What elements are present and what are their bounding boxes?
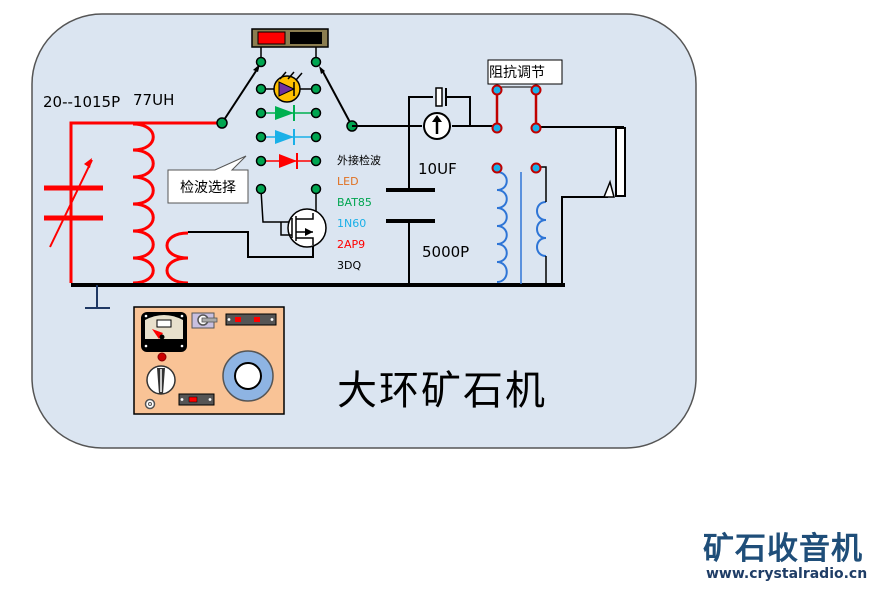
headphone-jack-icon xyxy=(602,127,626,198)
panel-led-icon xyxy=(157,352,167,362)
site-logo-name: 矿石收音机 xyxy=(703,531,863,567)
site-logo-url[interactable]: www.crystalradio.cn xyxy=(706,566,868,582)
detector-3dq-transistor[interactable] xyxy=(260,189,327,248)
panel-slide-switch-bottom-icon xyxy=(178,393,215,406)
impedance-label: 阻抗调节 xyxy=(489,65,545,81)
panel-knob-icon xyxy=(146,365,176,395)
detector-option-labels: 外接检波 LED BAT85 1N60 2AP9 3DQ xyxy=(337,153,381,272)
detector-option-label: 1N60 xyxy=(337,217,366,230)
panel-toggle-icon xyxy=(191,312,218,329)
panel-slide-switch-top-icon xyxy=(225,313,277,326)
detector-2ap9[interactable] xyxy=(261,153,316,169)
front-panel-illustration xyxy=(133,306,285,415)
meter-bypass-capacitor xyxy=(435,87,447,107)
output-transformer xyxy=(496,166,547,285)
detector-option-label: 2AP9 xyxy=(337,238,365,251)
detector-bat85[interactable] xyxy=(261,105,316,121)
impedance-label-box xyxy=(487,59,563,85)
detector-option-label: 外接检波 xyxy=(337,153,381,167)
selector-switch[interactable] xyxy=(251,28,329,48)
cap-5000p-label: 5000P xyxy=(422,243,469,261)
switch-contacts xyxy=(216,56,358,195)
led-light-rays-icon xyxy=(279,71,303,81)
tank-circuit xyxy=(44,121,222,285)
coupling-wire xyxy=(188,231,314,258)
detector-1n60[interactable] xyxy=(261,129,316,145)
capacitor-range-label: 20--1015P xyxy=(43,93,120,111)
detector-select-callout xyxy=(167,155,249,204)
impedance-jumpers[interactable] xyxy=(495,91,538,128)
detector-option-label: LED xyxy=(337,175,359,188)
variable-capacitor-arrow xyxy=(84,158,92,168)
switch-arms xyxy=(221,67,353,127)
detector-option-label: 3DQ xyxy=(337,259,361,272)
panel-tuning-dial-icon xyxy=(222,350,274,402)
output-wiring xyxy=(352,96,624,285)
detector-led[interactable] xyxy=(261,71,316,103)
impedance-terminals[interactable] xyxy=(491,84,542,174)
diagram-title: 大环矿石机 xyxy=(337,368,547,414)
cap-10uf-label: 10UF xyxy=(418,160,457,178)
detector-select-label: 检波选择 xyxy=(180,180,236,196)
detector-option-label: BAT85 xyxy=(337,196,372,209)
meter-icon xyxy=(423,112,451,140)
inductance-label: 77UH xyxy=(133,91,174,109)
